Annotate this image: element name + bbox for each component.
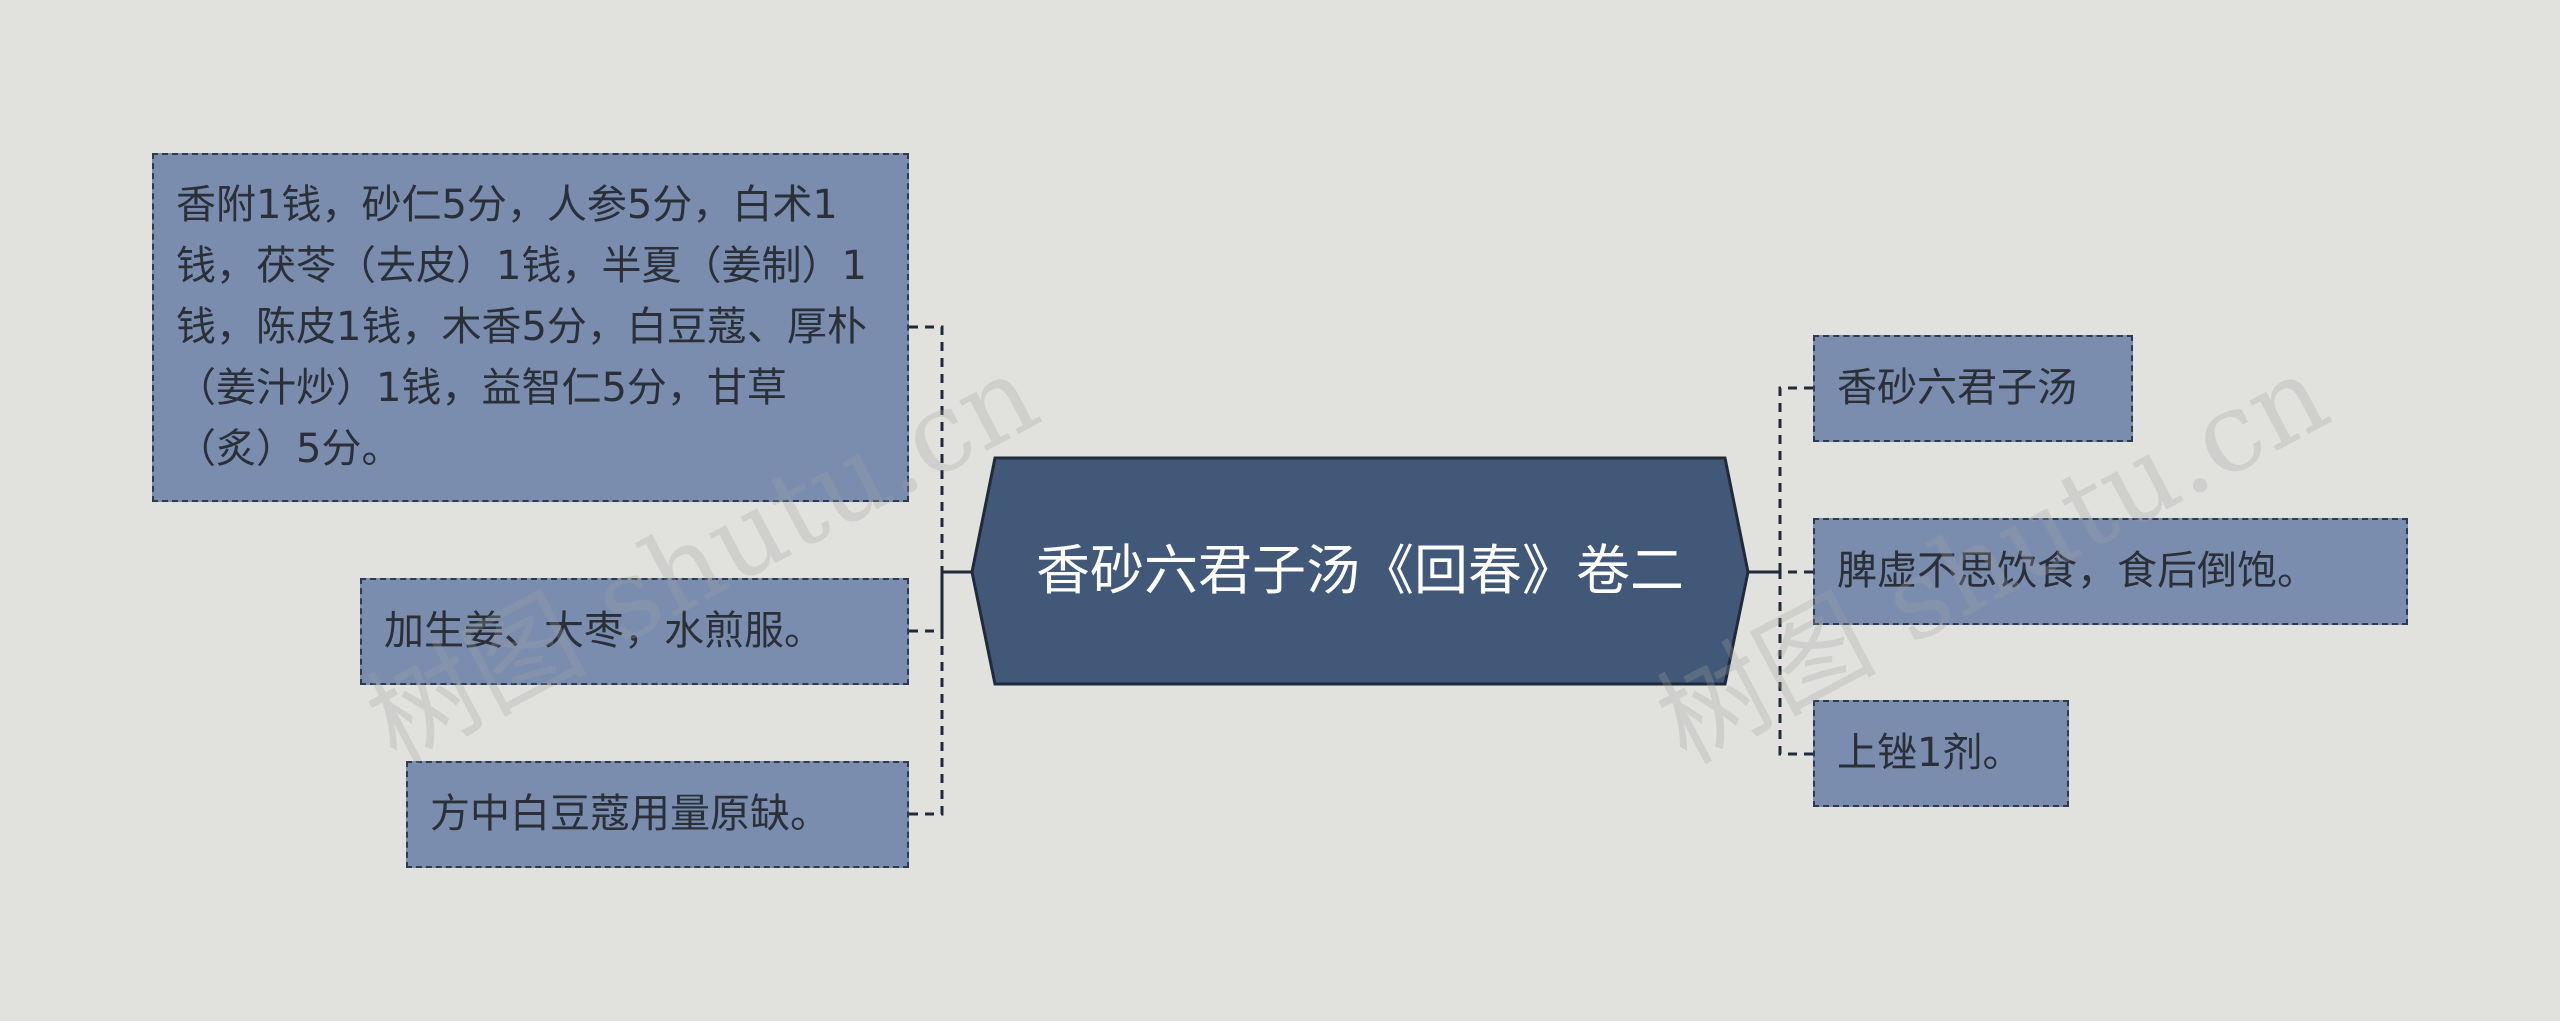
branch-ingredients-label: 香附1钱，砂仁5分，人参5分，白术1钱，茯苓（去皮）1钱，半夏（姜制）1钱，陈皮… <box>176 182 867 472</box>
branch-formula-name-label: 香砂六君子汤 <box>1837 365 2077 411</box>
branch-indication-label: 脾虚不思饮食，食后倒饱。 <box>1837 548 2317 594</box>
branch-note-label: 方中白豆蔻用量原缺。 <box>430 791 830 837</box>
branch-ingredients[interactable]: 香附1钱，砂仁5分，人参5分，白术1钱，茯苓（去皮）1钱，半夏（姜制）1钱，陈皮… <box>152 153 909 502</box>
branch-dosage-label: 上锉1剂。 <box>1837 730 2023 776</box>
branch-preparation[interactable]: 加生姜、大枣，水煎服。 <box>360 578 909 685</box>
branch-indication[interactable]: 脾虚不思饮食，食后倒饱。 <box>1813 518 2408 625</box>
connector-ingredients <box>909 325 944 572</box>
branch-note[interactable]: 方中白豆蔻用量原缺。 <box>406 761 909 868</box>
central-topic-label: 香砂六君子汤《回春》卷二 <box>1036 539 1684 602</box>
branch-formula-name[interactable]: 香砂六君子汤 <box>1813 335 2133 442</box>
connector-note <box>909 572 944 816</box>
central-topic[interactable]: 香砂六君子汤《回春》卷二 <box>1000 458 1720 684</box>
connector-name <box>1778 386 1813 572</box>
branch-preparation-label: 加生姜、大枣，水煎服。 <box>384 608 824 654</box>
branch-dosage[interactable]: 上锉1剂。 <box>1813 700 2069 807</box>
connector-dosage <box>1778 572 1813 756</box>
